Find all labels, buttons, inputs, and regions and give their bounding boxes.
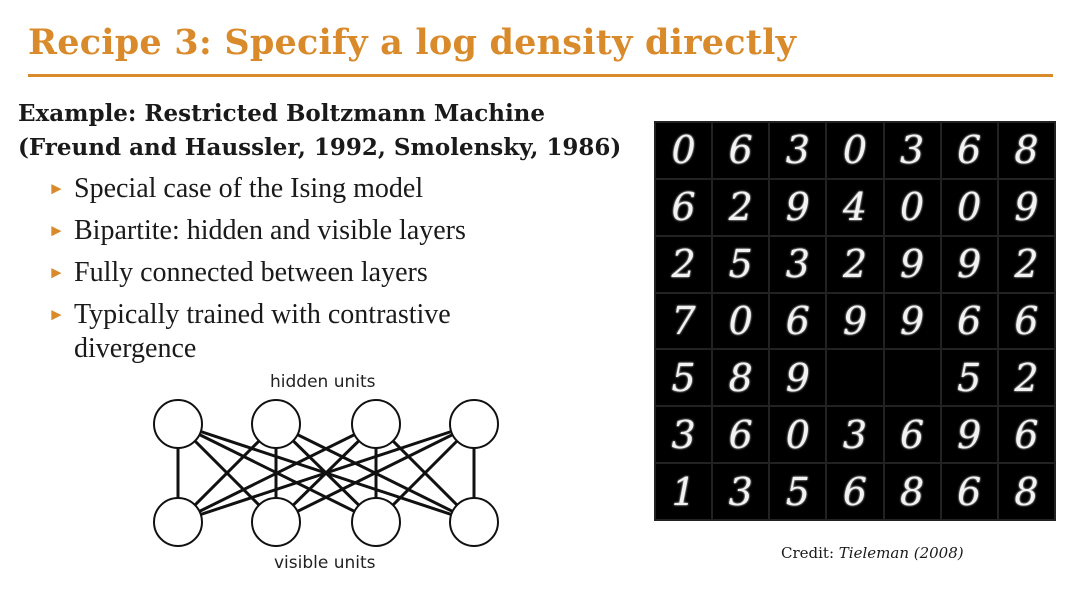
digit-sample: 8	[884, 464, 940, 519]
digit-sample: 6	[941, 293, 997, 349]
digit-sample: 9	[941, 236, 997, 292]
digit-sample: 6	[827, 464, 883, 519]
visible-unit-node	[153, 497, 203, 547]
digit-sample: 8	[998, 464, 1054, 519]
image-credit: Credit: Tieleman (2008)	[781, 544, 964, 562]
bullet-marker-icon: ►	[48, 263, 65, 282]
digit-sample: 9	[770, 179, 826, 235]
digit-sample: 1	[656, 464, 712, 519]
digit-sample: 6	[998, 293, 1054, 349]
digit-sample: 4	[827, 179, 883, 235]
digit-sample: 5	[713, 236, 769, 292]
digit-sample: 0	[713, 293, 769, 349]
bullet-marker-icon: ►	[48, 179, 65, 198]
digit-sample: 3	[884, 123, 940, 178]
visible-units-label: visible units	[274, 553, 376, 573]
bullet-item: ► Fully connected between layers	[46, 256, 566, 290]
hidden-unit-node	[251, 399, 301, 449]
digit-sample: 6	[656, 179, 712, 235]
digit-sample: 9	[884, 293, 940, 349]
rbm-diagram: hidden units visible units	[130, 372, 520, 582]
digit-sample	[827, 350, 883, 406]
digit-sample: 6	[770, 293, 826, 349]
bullet-text: Special case of the Ising model	[74, 173, 424, 204]
visible-unit-node	[251, 497, 301, 547]
hidden-unit-node	[351, 399, 401, 449]
bullet-marker-icon: ►	[48, 305, 65, 324]
rbm-graph	[153, 399, 499, 547]
digit-sample: 5	[770, 464, 826, 519]
digit-sample	[884, 350, 940, 406]
digit-sample: 0	[656, 123, 712, 178]
digit-sample: 9	[770, 350, 826, 406]
digit-sample: 6	[713, 407, 769, 463]
digit-sample: 3	[770, 123, 826, 178]
rbm-edge	[275, 422, 475, 524]
digit-sample: 6	[998, 407, 1054, 463]
digit-sample: 0	[770, 407, 826, 463]
digit-sample: 8	[713, 350, 769, 406]
rbm-edge	[177, 422, 475, 524]
visible-unit-node	[449, 497, 499, 547]
example-heading: Example: Restricted Boltzmann Machine	[18, 100, 546, 127]
digit-sample: 8	[998, 123, 1054, 178]
digit-sample: 9	[827, 293, 883, 349]
rbm-edge	[177, 422, 377, 524]
credit-prefix: Credit:	[781, 544, 835, 562]
hidden-unit-node	[449, 399, 499, 449]
bullet-marker-icon: ►	[48, 221, 65, 240]
example-citation: (Freund and Haussler, 1992, Smolensky, 1…	[18, 134, 622, 161]
digit-sample: 6	[713, 123, 769, 178]
digit-sample: 2	[998, 236, 1054, 292]
digit-sample: 5	[656, 350, 712, 406]
hidden-unit-node	[153, 399, 203, 449]
title-underline	[28, 74, 1053, 77]
bullet-list: ► Special case of the Ising model ► Bipart…	[46, 172, 566, 374]
digit-sample: 7	[656, 293, 712, 349]
digit-sample: 3	[770, 236, 826, 292]
bullet-item: ► Special case of the Ising model	[46, 172, 566, 206]
digit-sample: 5	[941, 350, 997, 406]
bullet-text: Fully connected between layers	[74, 257, 428, 288]
digit-sample: 0	[941, 179, 997, 235]
slide-title: Recipe 3: Specify a log density directly	[28, 22, 797, 63]
digit-sample: 6	[941, 464, 997, 519]
digit-sample: 2	[713, 179, 769, 235]
digit-sample: 9	[941, 407, 997, 463]
digit-sample: 6	[884, 407, 940, 463]
digit-sample: 9	[884, 236, 940, 292]
bullet-item: ► Bipartite: hidden and visible layers	[46, 214, 566, 248]
credit-source: Tieleman (2008)	[838, 544, 964, 562]
visible-unit-node	[351, 497, 401, 547]
digit-sample: 2	[827, 236, 883, 292]
digit-sample: 2	[656, 236, 712, 292]
digit-sample: 3	[656, 407, 712, 463]
bullet-item: ► Typically trained with contrastive dive…	[46, 298, 566, 366]
digit-sample: 3	[827, 407, 883, 463]
digit-sample: 2	[998, 350, 1054, 406]
hidden-units-label: hidden units	[270, 372, 376, 392]
digit-sample: 9	[998, 179, 1054, 235]
digit-sample: 6	[941, 123, 997, 178]
bullet-text: Bipartite: hidden and visible layers	[74, 215, 466, 246]
digit-sample: 0	[827, 123, 883, 178]
digit-sample: 3	[713, 464, 769, 519]
bullet-text: Typically trained with contrastive diver…	[74, 299, 451, 364]
digit-sample: 0	[884, 179, 940, 235]
